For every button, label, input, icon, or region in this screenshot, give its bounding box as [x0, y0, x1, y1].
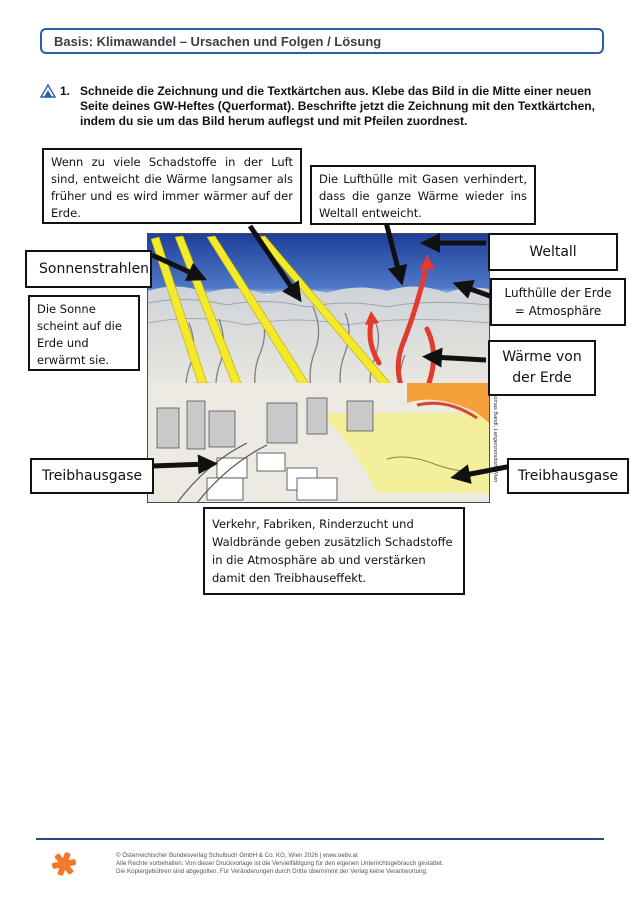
footer-copyright: © Österreichischer Bundesverlag Schulbuc…: [116, 852, 596, 876]
label-sonne-scheint: Die Sonne scheint auf die Erde und erwär…: [28, 295, 140, 371]
worksheet-title: Basis: Klimawandel – Ursachen und Folgen…: [54, 34, 382, 49]
footer-line-3: Die Kopiergebühren sind abgegolten. Für …: [116, 868, 428, 875]
label-waerme-erde: Wärme von der Erde: [488, 340, 596, 396]
task-instructions: Schneide die Zeichnung und die Textkärtc…: [80, 84, 595, 128]
mountain-icon: [40, 84, 56, 98]
label-schadstoffe-luft: Wenn zu viele Schadstoffe in der Luft si…: [42, 148, 302, 224]
label-treibhausgase-left: Treibhausgase: [30, 458, 154, 494]
image-credit: Thomas Bandl, Langenzersdorf, Wien: [492, 390, 498, 483]
label-sonnenstrahlen: Sonnenstrahlen: [25, 250, 152, 288]
task-number: 1.: [60, 84, 71, 98]
label-waerme-line1: Wärme von: [502, 349, 582, 365]
publisher-logo-icon: [51, 852, 77, 876]
label-lufthuelle-erde-line1: Lufthülle der Erde: [504, 286, 612, 300]
worksheet-header: Basis: Klimawandel – Ursachen und Folgen…: [40, 28, 604, 54]
footer-divider: [36, 838, 604, 840]
label-verkehr: Verkehr, Fabriken, Rinderzucht und Waldb…: [203, 507, 465, 595]
climate-illustration: [147, 233, 490, 503]
label-lufthuelle-erde-line2: = Atmosphäre: [514, 304, 602, 318]
label-lufthuelle-gase: Die Lufthülle mit Gasen verhindert, dass…: [310, 165, 536, 225]
footer-line-1: © Österreichischer Bundesverlag Schulbuc…: [116, 852, 358, 859]
label-waerme-line2: der Erde: [512, 370, 572, 386]
label-lufthuelle-erde: Lufthülle der Erde = Atmosphäre: [490, 278, 626, 326]
label-weltall: Weltall: [488, 233, 618, 271]
label-treibhausgase-right: Treibhausgase: [507, 458, 629, 494]
footer-line-2: Alle Rechte vorbehalten. Von dieser Druc…: [116, 860, 444, 867]
